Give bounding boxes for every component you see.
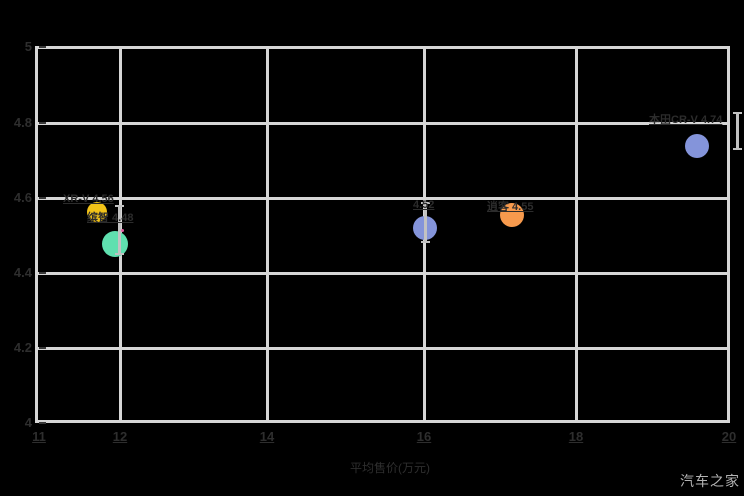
y-tick-label: 4.2 — [13, 340, 32, 355]
plot-area — [35, 46, 730, 423]
x-tick-label[interactable]: 20 — [721, 429, 737, 444]
x-tick-label[interactable]: 12 — [112, 429, 128, 444]
accent-dot — [121, 229, 124, 232]
range-marker-cap — [115, 205, 124, 207]
y-tick-mark — [39, 122, 46, 124]
bubble-label-link[interactable]: XR-V 4.56 — [63, 193, 114, 205]
data-bubble[interactable] — [87, 202, 107, 222]
data-bubble[interactable] — [685, 134, 709, 158]
bubble-label-link[interactable]: 本田CR-V 4.74 — [649, 114, 723, 126]
x-tick-label[interactable]: 16 — [416, 429, 432, 444]
range-marker-cap — [421, 241, 430, 243]
range-marker-cap — [733, 148, 742, 150]
data-bubble[interactable] — [500, 203, 524, 227]
y-tick-mark — [39, 46, 46, 48]
gridline-horizontal — [35, 347, 730, 350]
range-marker-stem — [736, 112, 739, 150]
range-marker-stem — [424, 202, 427, 243]
data-bubble[interactable] — [102, 231, 128, 257]
y-tick-mark — [39, 347, 46, 349]
x-tick-label[interactable]: 18 — [568, 429, 584, 444]
y-tick-label: 4 — [24, 415, 32, 430]
gridline-horizontal — [35, 122, 730, 125]
range-marker-cap — [733, 112, 742, 114]
bubble-label-link[interactable]: 缤智 4.48 — [87, 212, 134, 224]
y-tick-mark — [39, 272, 46, 274]
y-tick-label: 4.8 — [13, 115, 32, 130]
gridline-vertical — [575, 46, 578, 423]
bubble-label-link[interactable]: 逍客 4.55 — [487, 201, 534, 213]
y-tick-mark — [39, 197, 46, 199]
x-tick-label[interactable]: 11 — [32, 429, 46, 444]
range-marker-cap — [421, 202, 430, 204]
watermark-autohome: 汽车之家 — [680, 473, 740, 489]
y-tick-label: 5 — [24, 39, 32, 54]
y-tick-label: 4.4 — [13, 265, 32, 280]
range-marker-stem — [118, 205, 121, 255]
gridline-horizontal — [35, 197, 730, 200]
gridline-vertical — [266, 46, 269, 423]
x-tick-label[interactable]: 14 — [259, 429, 275, 444]
gridline-horizontal — [35, 272, 730, 275]
y-tick-mark — [39, 422, 46, 424]
x-axis-title: 平均售价(万元) — [350, 461, 430, 475]
range-marker-cap — [115, 253, 124, 255]
bubble-label-link[interactable]: 4.52 — [413, 199, 435, 211]
y-tick-label: 4.6 — [13, 190, 32, 205]
